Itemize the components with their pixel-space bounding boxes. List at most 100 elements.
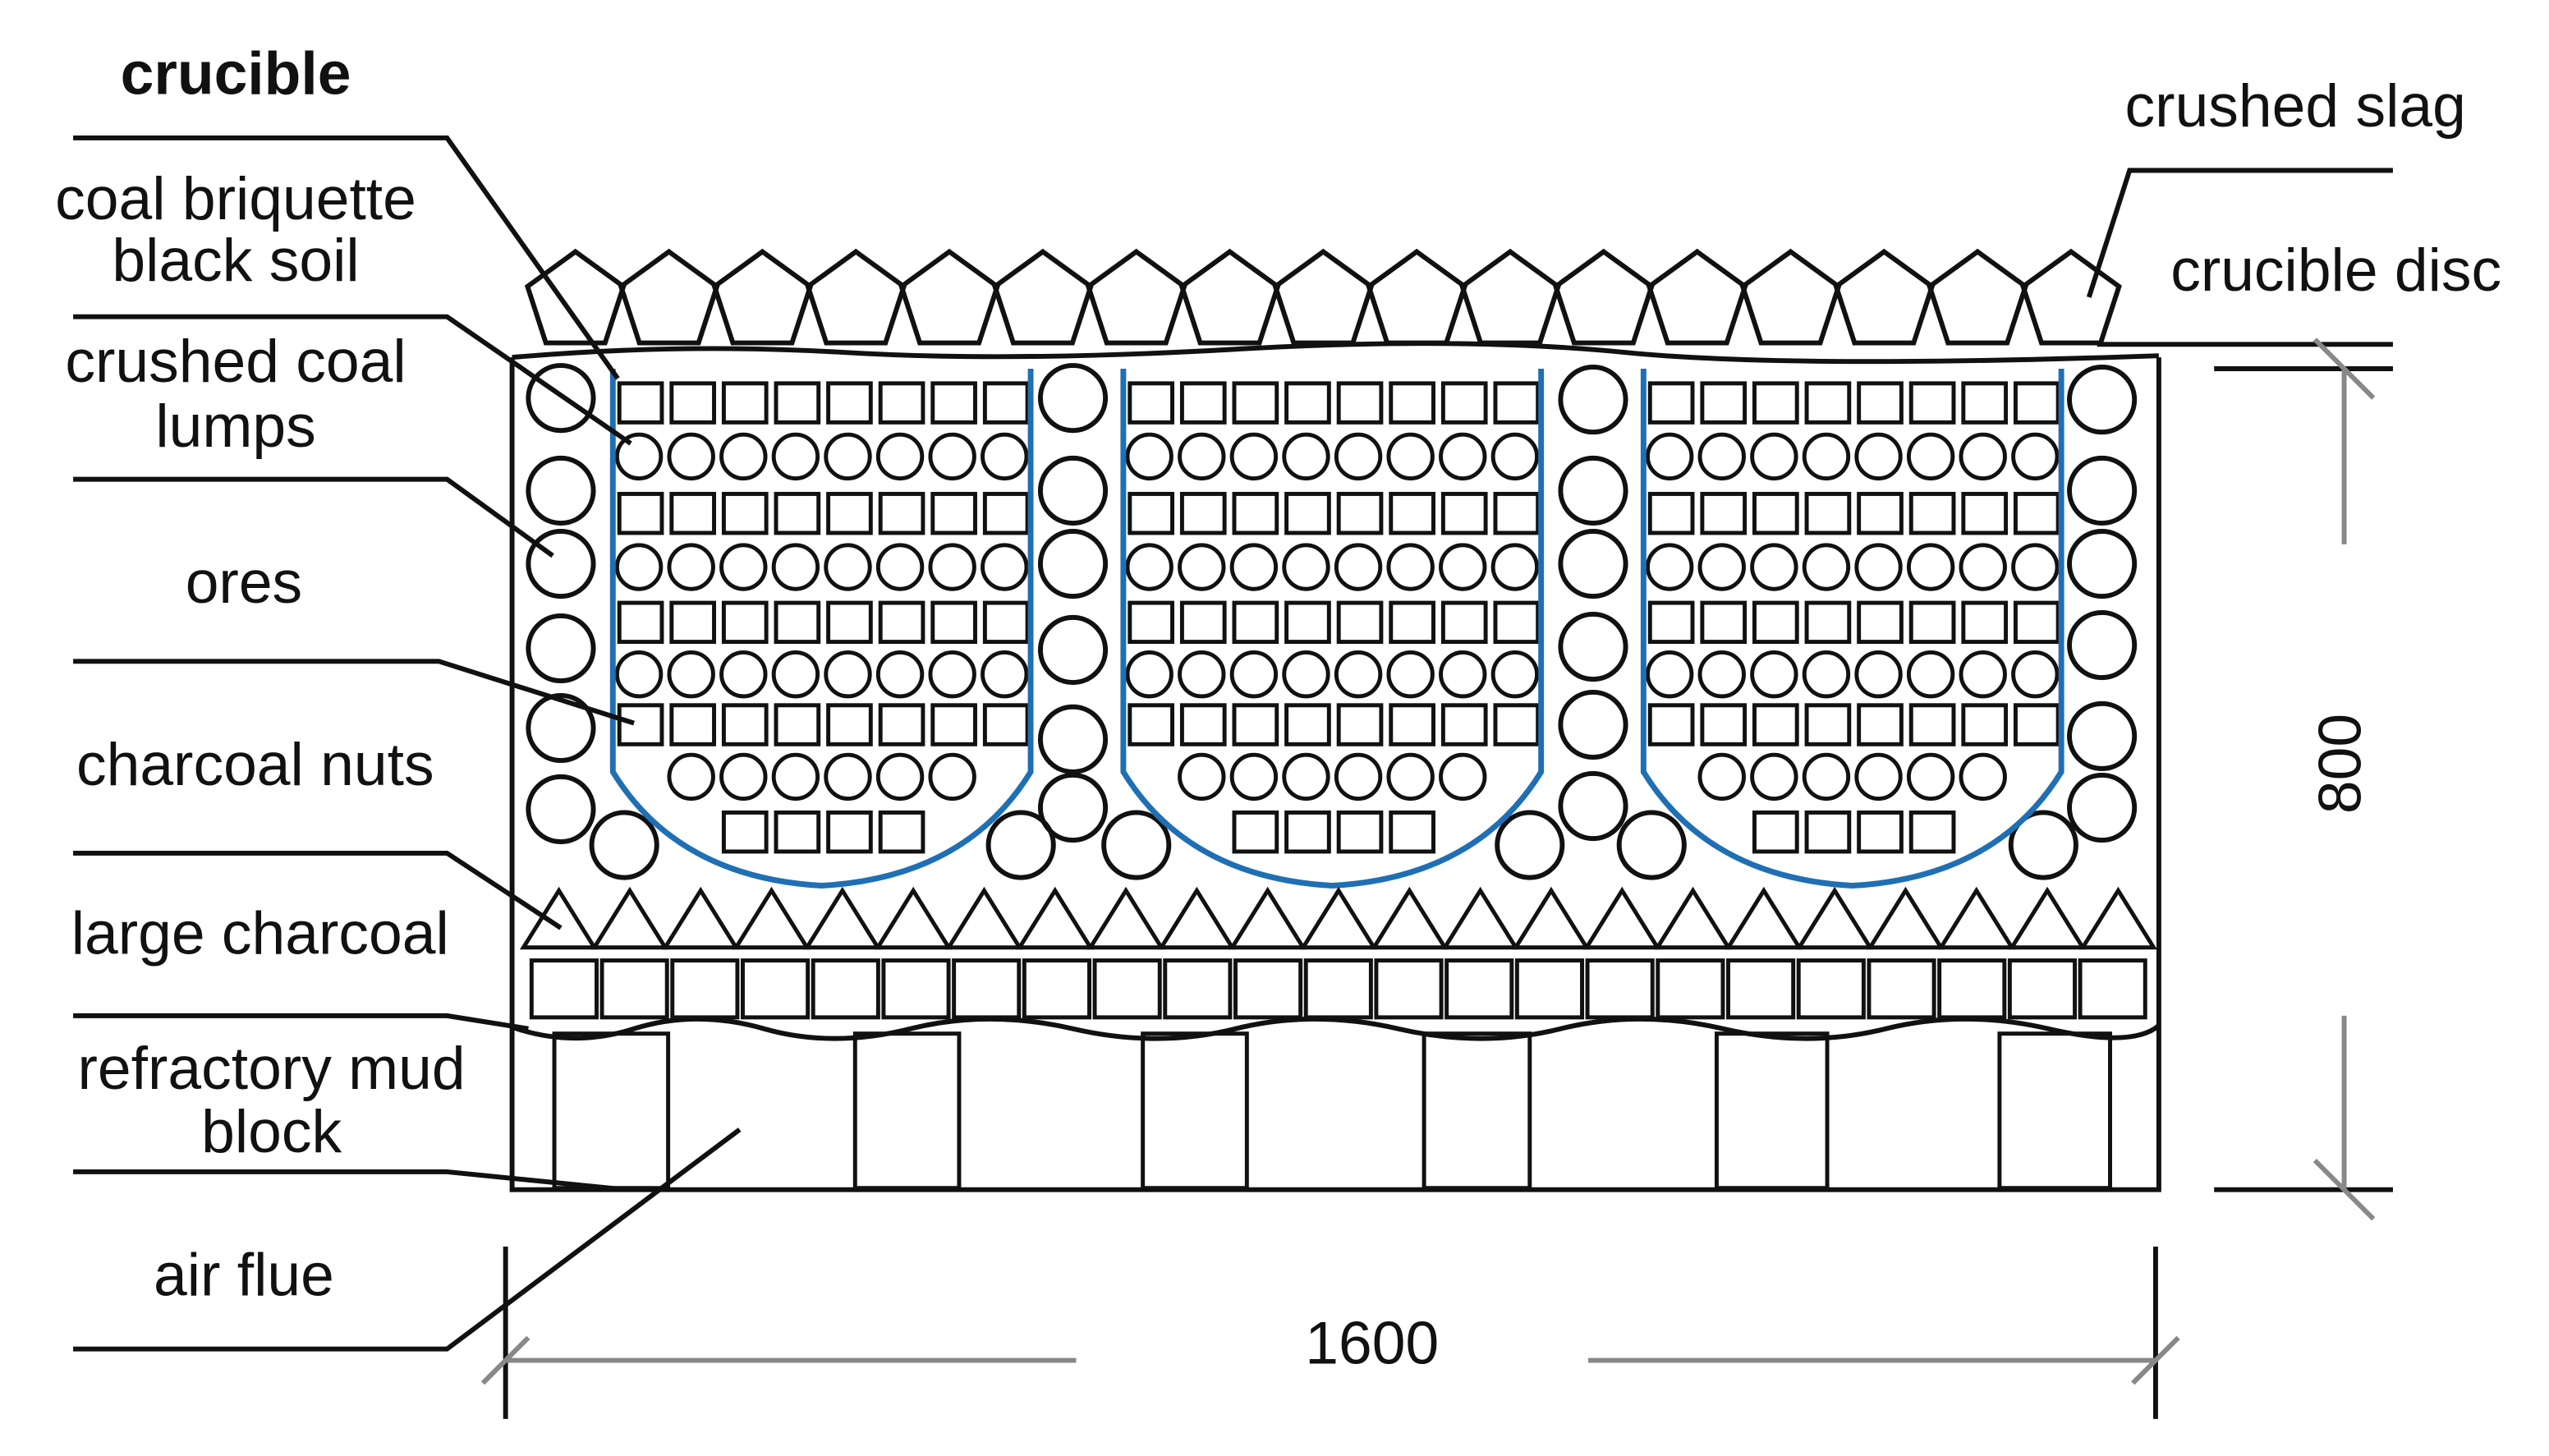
ore-circle bbox=[771, 752, 820, 801]
crushed-coal-lump bbox=[1037, 455, 1109, 526]
ore-square bbox=[2013, 703, 2060, 746]
ore-circle bbox=[771, 650, 820, 699]
large-charcoal-piece bbox=[1022, 958, 1091, 1020]
leader-charcoal-nuts bbox=[73, 850, 563, 930]
ore-square bbox=[1752, 600, 1799, 645]
refractory-mud-block bbox=[1997, 1031, 2112, 1191]
refractory-mud-block bbox=[1421, 1031, 1532, 1191]
ore-circle bbox=[1959, 650, 2007, 699]
label-air-flue: air flue bbox=[154, 1241, 334, 1308]
ore-square bbox=[878, 810, 925, 854]
ore-circle bbox=[1645, 650, 1694, 699]
crushed-slag-piece bbox=[1552, 248, 1655, 346]
ore-circle bbox=[719, 650, 768, 699]
crushed-slag-piece bbox=[898, 248, 1000, 346]
ore-circle bbox=[1439, 432, 1487, 481]
label-lumps: lumps bbox=[155, 393, 315, 460]
ore-square bbox=[1128, 491, 1175, 535]
charcoal-nut bbox=[1157, 886, 1236, 950]
ore-square bbox=[930, 600, 977, 645]
large-charcoal-piece bbox=[1937, 958, 2007, 1020]
ore-circle bbox=[1282, 432, 1330, 481]
charcoal-nut bbox=[2078, 886, 2158, 950]
crushed-coal-lump bbox=[2067, 529, 2138, 599]
ore-circle bbox=[981, 650, 1029, 699]
crucible-outline bbox=[1120, 369, 1545, 889]
large-charcoal-piece bbox=[811, 958, 880, 1020]
charcoal-nut bbox=[1653, 886, 1733, 950]
ore-square bbox=[1700, 491, 1748, 535]
ore-square bbox=[1804, 703, 1852, 746]
ore-circle bbox=[1334, 543, 1383, 591]
label-crucible-disc: crucible disc bbox=[2170, 237, 2501, 304]
ore-square bbox=[930, 703, 977, 746]
charcoal-nut bbox=[1016, 886, 1095, 950]
ore-square bbox=[1804, 381, 1852, 425]
labels: crucible coal briquette black soil crush… bbox=[55, 39, 2501, 1376]
large-charcoal-piece bbox=[529, 958, 599, 1020]
ore-circle bbox=[928, 650, 976, 699]
crushed-coal-lump bbox=[1101, 810, 1172, 880]
ore-square bbox=[1961, 703, 2009, 746]
ore-circle bbox=[1906, 752, 1955, 801]
ore-square bbox=[1336, 381, 1384, 425]
leader-crushed-coal-lumps bbox=[73, 314, 632, 446]
ore-circle bbox=[1750, 752, 1798, 801]
ore-square bbox=[878, 600, 925, 645]
dim-tick-bottom bbox=[2312, 1158, 2376, 1221]
ore-circle bbox=[614, 432, 664, 481]
charcoal-nut bbox=[2008, 886, 2087, 950]
large-charcoal-piece bbox=[2007, 958, 2078, 1020]
ore-square bbox=[1179, 600, 1227, 645]
refractory-mud-block bbox=[1714, 1031, 1830, 1191]
large-charcoal-piece bbox=[1514, 958, 1585, 1020]
ore-circle bbox=[824, 752, 872, 801]
crushed-slag-piece bbox=[805, 248, 907, 346]
ore-square bbox=[1284, 491, 1331, 535]
crushed-coal-lump bbox=[526, 613, 596, 684]
ore-square bbox=[1389, 810, 1435, 854]
crushed-slag-piece bbox=[1739, 248, 1842, 346]
ore-circle bbox=[771, 543, 820, 591]
ore-circle bbox=[981, 432, 1029, 481]
ore-circle bbox=[1906, 432, 1955, 481]
dimension-width bbox=[480, 1246, 2180, 1419]
dimension-height bbox=[2214, 338, 2393, 1221]
leader-lumps-to-ball bbox=[73, 476, 554, 558]
crushed-slag-piece bbox=[1833, 248, 1936, 346]
label-coal-briquette: coal briquette bbox=[55, 165, 416, 232]
large-charcoal-piece bbox=[670, 958, 740, 1020]
charcoal-nut bbox=[661, 886, 740, 950]
ore-circle bbox=[1386, 752, 1435, 801]
ore-circle bbox=[928, 432, 976, 481]
ore-square bbox=[878, 381, 925, 425]
charcoal-nut bbox=[1795, 886, 1874, 950]
ore-circle bbox=[1439, 543, 1487, 591]
crucible-disc-edge bbox=[512, 341, 2160, 365]
ore-circle bbox=[771, 432, 820, 481]
ore-square bbox=[826, 491, 873, 535]
ore-square bbox=[1179, 703, 1227, 746]
ore-circle bbox=[1282, 650, 1330, 699]
ore-circle bbox=[1229, 752, 1279, 801]
crushed-coal-lump bbox=[1037, 529, 1109, 599]
ore-circle bbox=[1802, 432, 1851, 481]
charcoal-nuts-layer bbox=[519, 886, 2158, 950]
ore-circle bbox=[1125, 543, 1173, 591]
label-large-charcoal: large charcoal bbox=[71, 900, 449, 967]
crushed-slag-piece bbox=[711, 248, 814, 346]
ore-circle bbox=[1490, 432, 1540, 481]
refractory-mud-block-layer bbox=[552, 1031, 2112, 1191]
ore-circle bbox=[1854, 650, 1903, 699]
ore-square bbox=[1179, 381, 1227, 425]
ore-square bbox=[1700, 381, 1748, 425]
ore-circle bbox=[1697, 752, 1746, 801]
crushed-coal-lump bbox=[526, 774, 596, 845]
ore-circle bbox=[1178, 650, 1226, 699]
charcoal-nut bbox=[1086, 886, 1165, 950]
ore-circle bbox=[1178, 543, 1226, 591]
ore-circle bbox=[928, 543, 976, 591]
ore-square bbox=[1908, 703, 1956, 746]
charcoal-nut bbox=[1512, 886, 1591, 950]
ore-square bbox=[1493, 381, 1541, 425]
